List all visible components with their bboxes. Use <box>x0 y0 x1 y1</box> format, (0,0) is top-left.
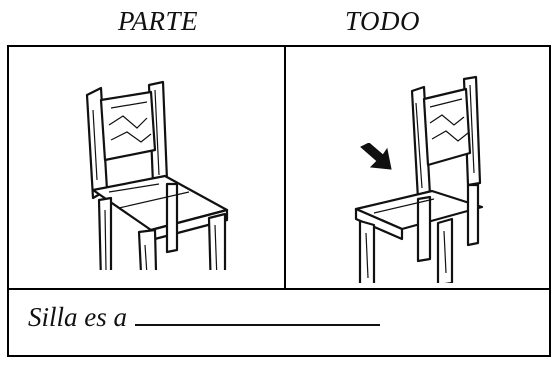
header-todo: TODO <box>345 6 421 36</box>
vertical-divider <box>284 47 286 288</box>
chair-icon <box>85 80 229 270</box>
chair-icon <box>354 75 484 283</box>
arrow-pointer-icon <box>360 143 392 170</box>
worksheet-table: Silla es a <box>7 45 551 357</box>
header-parte: PARTE <box>118 6 199 36</box>
sentence-text: Silla es a <box>28 302 127 332</box>
fill-in-sentence: Silla es a <box>28 302 380 333</box>
horizontal-divider <box>9 288 549 290</box>
answer-blank[interactable] <box>135 302 380 326</box>
